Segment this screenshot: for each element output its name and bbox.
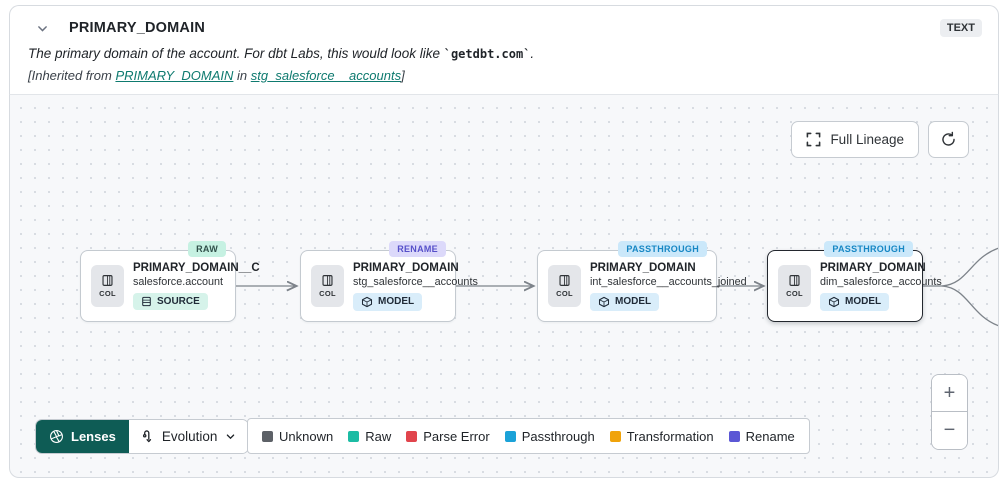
column-chip: COL <box>778 265 811 307</box>
lenses-button[interactable]: Lenses <box>36 420 129 453</box>
legend-label: Unknown <box>279 428 334 444</box>
legend-label: Transformation <box>626 428 714 444</box>
col-chip-label: COL <box>786 289 803 298</box>
legend-swatch <box>728 430 740 442</box>
column-chip: COL <box>311 265 344 307</box>
refresh-icon <box>942 131 955 146</box>
resource-type-badge: MODEL <box>590 292 660 311</box>
column-details-header: PRIMARY_DOMAIN TEXT The primary domain o… <box>9 5 999 95</box>
col-chip-label: COL <box>556 289 573 298</box>
column-icon <box>102 275 113 286</box>
selected-lens-label: Evolution <box>161 429 218 444</box>
legend-label: Parse Error <box>423 428 490 444</box>
column-chip: COL <box>91 265 124 307</box>
inherited-model-link[interactable]: stg_salesforce__accounts <box>250 68 402 83</box>
legend-label: Rename <box>745 428 795 444</box>
column-chip: COL <box>548 265 581 307</box>
column-name-title: PRIMARY_DOMAIN <box>69 20 205 36</box>
inherited-prefix: [Inherited from <box>28 68 116 83</box>
column-description: The primary domain of the account. For d… <box>28 46 982 61</box>
legend-swatch <box>262 430 273 442</box>
legend-swatch <box>504 430 516 442</box>
lineage-node-int[interactable]: PASSTHROUGH COL PRIMARY_DOMAIN int_sales… <box>537 241 747 322</box>
resource-type-label: MODEL <box>615 296 652 307</box>
legend-item-rename: Rename <box>728 428 795 444</box>
full-lineage-label: Full Lineage <box>830 132 904 147</box>
column-icon <box>789 275 800 286</box>
lenses-control: Lenses Evolution <box>35 419 250 454</box>
edge-type-legend: Unknown Raw Parse Error Passthrough Tran… <box>247 418 810 454</box>
resource-type-badge: MODEL <box>353 292 423 311</box>
legend-label: Raw <box>365 428 392 444</box>
node-title: PRIMARY_DOMAIN <box>590 261 696 274</box>
edge-type-badge: RAW <box>188 241 226 257</box>
edge-type-badge: PASSTHROUGH <box>618 241 707 257</box>
legend-swatch <box>609 430 621 442</box>
resource-type-badge: SOURCE <box>133 293 208 310</box>
lenses-label: Lenses <box>71 429 116 444</box>
model-icon <box>361 296 373 307</box>
column-icon <box>559 275 570 286</box>
node-subtitle: int_salesforce__accounts_joined <box>590 275 747 288</box>
model-icon <box>598 296 610 307</box>
node-title: PRIMARY_DOMAIN__C <box>133 262 260 274</box>
data-type-badge: TEXT <box>939 19 982 37</box>
expand-icon <box>807 132 821 147</box>
legend-item-unknown: Unknown <box>262 429 333 444</box>
resource-type-label: MODEL <box>845 296 882 307</box>
node-subtitle: dim_salesforce_accounts <box>820 275 942 288</box>
legend-item-parse-error: Parse Error <box>406 428 490 444</box>
inherited-column-link[interactable]: PRIMARY_DOMAIN <box>115 68 234 83</box>
resource-type-label: SOURCE <box>157 296 200 307</box>
node-title: PRIMARY_DOMAIN <box>820 261 926 274</box>
node-subtitle: stg_salesforce__accounts <box>353 275 478 288</box>
chevron-down-icon <box>227 434 235 440</box>
lineage-node-stg[interactable]: RENAME COL PRIMARY_DOMAIN stg_salesforce… <box>300 241 478 322</box>
evolution-icon <box>142 430 151 443</box>
legend-item-passthrough: Passthrough <box>504 428 595 444</box>
lineage-node-source[interactable]: RAW COL PRIMARY_DOMAIN__C salesforce.acc… <box>80 241 260 322</box>
lineage-canvas[interactable]: Full Lineage RAW COL PRIMARY_DOMAIN__C s… <box>9 95 999 478</box>
edge-type-badge: PASSTHROUGH <box>824 241 913 257</box>
legend-swatch <box>348 430 360 442</box>
zoom-controls: + − <box>931 374 968 450</box>
edge-type-badge: RENAME <box>389 241 446 257</box>
zoom-out-button[interactable]: − <box>932 412 967 449</box>
col-chip-label: COL <box>99 289 116 298</box>
legend-label: Passthrough <box>521 428 595 444</box>
zoom-in-button[interactable]: + <box>932 375 967 412</box>
column-icon <box>322 275 333 286</box>
full-lineage-button[interactable]: Full Lineage <box>791 121 919 158</box>
lineage-node-dim-selected[interactable]: PASSTHROUGH COL PRIMARY_DOMAIN dim_sales… <box>767 241 942 322</box>
refresh-button[interactable] <box>928 121 969 158</box>
lineage-edges <box>235 247 998 327</box>
legend-item-raw: Raw <box>348 429 391 444</box>
node-title: PRIMARY_DOMAIN <box>353 261 459 274</box>
source-icon <box>142 296 151 307</box>
resource-type-badge: MODEL <box>820 292 890 311</box>
lens-selector-dropdown[interactable]: Evolution <box>128 420 249 453</box>
resource-type-label: MODEL <box>378 296 415 307</box>
legend-item-transformation: Transformation <box>609 428 714 444</box>
description-code: `getdbt.com` <box>443 47 531 61</box>
inherited-suffix: ] <box>401 68 405 83</box>
node-subtitle: salesforce.account <box>133 276 224 288</box>
model-icon <box>828 296 840 307</box>
description-period: . <box>530 46 535 61</box>
column-lineage-panel: PRIMARY_DOMAIN TEXT The primary domain o… <box>9 5 999 478</box>
description-text: The primary domain of the account. For d… <box>28 46 444 61</box>
collapse-chevron-icon[interactable] <box>36 22 49 35</box>
legend-swatch <box>406 430 418 442</box>
inherited-mid: in <box>233 68 251 83</box>
inherited-from-note: [Inherited from PRIMARY_DOMAIN in stg_sa… <box>28 68 982 83</box>
lens-aperture-icon <box>50 430 63 443</box>
col-chip-label: COL <box>319 289 336 298</box>
